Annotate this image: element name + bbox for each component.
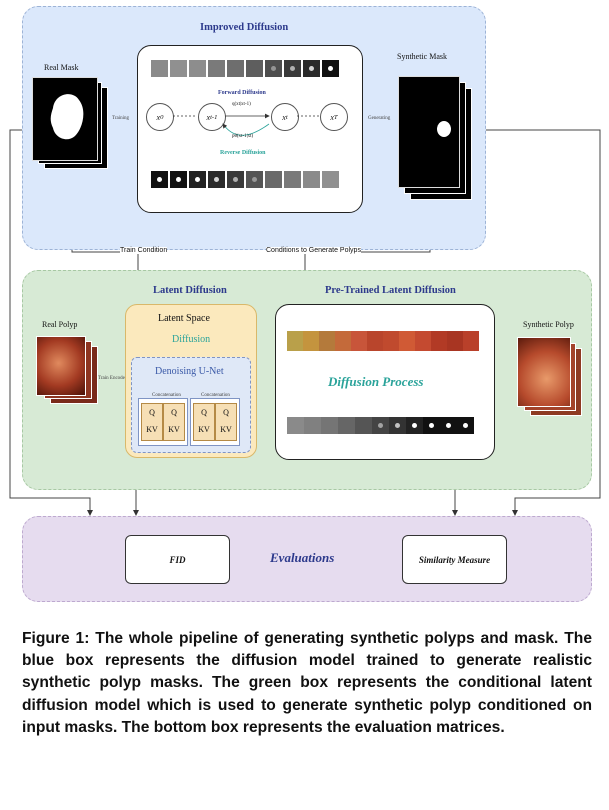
forward-diffusion-label: Forward Diffusion <box>218 90 266 96</box>
forward-noise-strip <box>151 60 339 77</box>
fid-box: FID <box>125 535 230 584</box>
improved-diffusion-title: Improved Diffusion <box>200 22 289 33</box>
latent-diffusion-title: Latent Diffusion <box>153 285 227 296</box>
diffusion-process-label: Diffusion Process <box>328 374 424 389</box>
conditions-generate-label: Conditions to Generate Polyps <box>266 247 361 254</box>
concat-label-left: Concatenation <box>152 393 181 398</box>
similarity-box: Similarity Measure <box>402 535 507 584</box>
reverse-diffusion-label: Reverse Diffusion <box>220 150 266 156</box>
synthetic-polyp-label: Synthetic Polyp <box>523 320 574 329</box>
forward-equation: q(xt|xt-1) <box>232 102 251 107</box>
train-condition-label: Train Condition <box>120 247 168 254</box>
pretrained-diffusion-box <box>275 304 495 460</box>
reverse-denoise-strip <box>151 171 339 188</box>
concat-label-right: Concatenation <box>201 393 230 398</box>
synthetic-mask-label: Synthetic Mask <box>397 52 447 61</box>
train-encoder-label: Train Encoder <box>98 376 127 381</box>
polyp-sequence-strip <box>287 331 479 351</box>
evaluations-title: Evaluations <box>270 550 335 565</box>
pretrained-title: Pre-Trained Latent Diffusion <box>325 285 456 296</box>
real-mask-label: Real Mask <box>44 63 79 72</box>
diffusion-chain-arrows <box>173 113 319 136</box>
real-polyp-label: Real Polyp <box>42 320 78 329</box>
latent-space-label: Latent Space <box>158 313 210 324</box>
generating-label: Generating <box>368 116 391 121</box>
unet-label: Denoising U-Net <box>155 366 224 377</box>
figure-caption: Figure 1: The whole pipeline of generati… <box>22 630 592 736</box>
training-label: Training <box>112 116 130 121</box>
diffusion-label: Diffusion <box>170 334 213 345</box>
denoise-sequence-strip <box>287 417 474 434</box>
reverse-equation: pθ(xt-1|xt) <box>232 134 254 139</box>
